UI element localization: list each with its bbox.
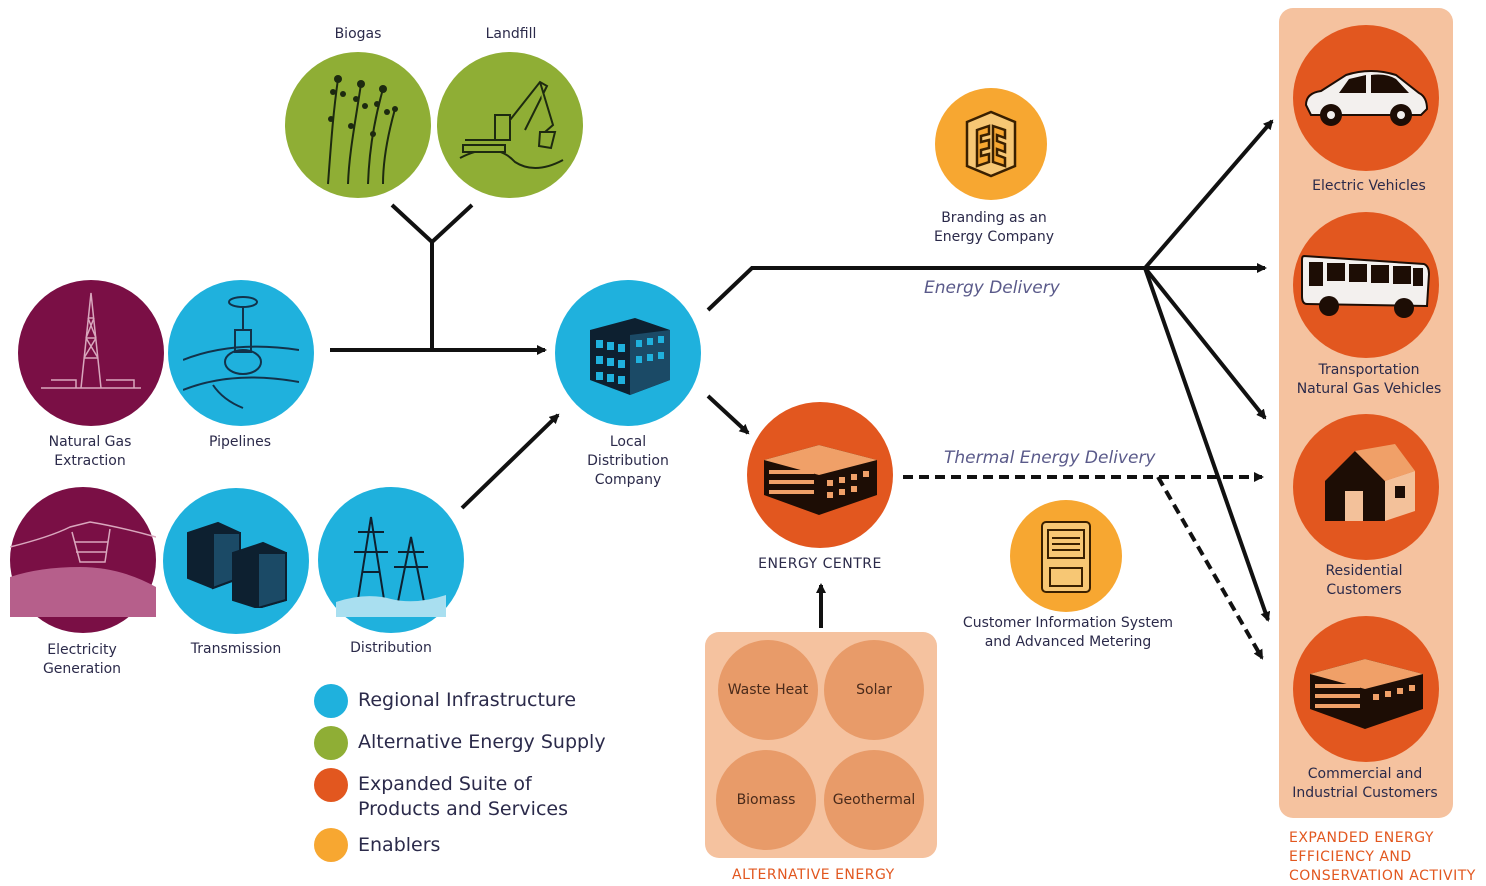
house-icon xyxy=(1325,444,1415,521)
transportation-node xyxy=(1293,212,1439,358)
natural-gas-extraction-label: Natural Gas Extraction xyxy=(30,433,150,471)
residential-label: Residential Customers xyxy=(1281,562,1447,600)
residential-node xyxy=(1293,414,1439,560)
distribution-label: Distribution xyxy=(350,640,432,656)
outcomes-caption-line2: EFFICIENCY AND xyxy=(1289,849,1412,865)
legend-expanded-dot xyxy=(314,768,348,802)
office-building-icon xyxy=(590,318,670,395)
landfill-node xyxy=(437,52,583,198)
residential-line2: Customers xyxy=(1326,582,1402,598)
natural-gas-extraction-node xyxy=(18,280,164,426)
ldc-line1: Local xyxy=(609,434,647,450)
brand-logo-icon xyxy=(965,110,1017,178)
residential-line1: Residential xyxy=(1325,563,1403,579)
cis-node xyxy=(1010,500,1122,612)
ldc-line3: Company xyxy=(594,472,662,488)
natural-gas-extraction-line2: Extraction xyxy=(54,453,126,469)
transmission-node xyxy=(163,488,309,634)
plant-building-icon xyxy=(764,445,877,515)
legend-regional-dot xyxy=(314,684,348,718)
ldc-node xyxy=(555,280,701,426)
legend-expanded-label: Expanded Suite of Products and Services xyxy=(358,772,568,822)
drilling-rig-icon xyxy=(41,292,141,389)
transmission-label: Transmission xyxy=(190,641,282,657)
pipelines-label: Pipelines xyxy=(208,434,272,450)
transportation-label: Transportation Natural Gas Vehicles xyxy=(1286,361,1452,399)
cis-line1: Customer Information System xyxy=(962,615,1174,631)
transportation-line2: Natural Gas Vehicles xyxy=(1296,381,1442,397)
substation-icon xyxy=(187,521,287,608)
ldc-label: Local Distribution Company xyxy=(568,433,688,490)
alternative-energy-caption: ALTERNATIVE ENERGY xyxy=(732,867,895,883)
biogas-label: Biogas xyxy=(334,26,382,42)
legend-enablers-label: Enablers xyxy=(358,834,441,856)
natural-gas-extraction-line1: Natural Gas xyxy=(48,434,132,450)
commercial-building-icon xyxy=(1310,659,1423,729)
excavator-icon xyxy=(459,80,564,169)
commercial-line1: Commercial and xyxy=(1307,766,1423,782)
energy-delivery-label: Energy Delivery xyxy=(924,278,1060,298)
outcomes-caption: EXPANDED ENERGY EFFICIENCY AND CONSERVAT… xyxy=(1289,829,1476,886)
outcomes-caption-line1: EXPANDED ENERGY xyxy=(1289,830,1434,846)
distribution-node xyxy=(318,487,464,633)
energy-centre-label: ENERGY CENTRE xyxy=(758,556,882,572)
legend-expanded-line2: Products and Services xyxy=(358,798,568,820)
transportation-line1: Transportation xyxy=(1318,362,1420,378)
branding-node xyxy=(935,88,1047,200)
commercial-node xyxy=(1293,616,1439,762)
electricity-generation-label: Electricity Generation xyxy=(22,641,142,679)
branding-label: Branding as an Energy Company xyxy=(914,209,1074,247)
pipelines-node xyxy=(168,280,314,426)
cis-line2: and Advanced Metering xyxy=(984,634,1152,650)
landfill-label: Landfill xyxy=(485,26,537,42)
ldc-line2: Distribution xyxy=(587,453,669,469)
biomass-node: Biomass xyxy=(716,750,816,850)
electricity-generation-node xyxy=(10,487,156,633)
geothermal-node: Geothermal xyxy=(824,750,924,850)
legend-regional-label: Regional Infrastructure xyxy=(358,689,577,711)
branding-line1: Branding as an xyxy=(941,210,1047,226)
dam-icon xyxy=(10,521,156,617)
power-tower-icon xyxy=(336,516,446,617)
legend-enablers-dot xyxy=(314,828,348,862)
legend-alternative-label: Alternative Energy Supply xyxy=(358,731,606,753)
plant-icon xyxy=(327,75,398,185)
car-icon xyxy=(1304,70,1429,126)
thermal-energy-delivery-label: Thermal Energy Delivery xyxy=(944,448,1156,468)
cis-label: Customer Information System and Advanced… xyxy=(938,614,1198,652)
electricity-generation-line2: Generation xyxy=(42,661,122,677)
bus-icon xyxy=(1301,254,1431,318)
commercial-label: Commercial and Industrial Customers xyxy=(1282,765,1448,803)
outcomes-caption-line3: CONSERVATION ACTIVITY xyxy=(1289,868,1476,884)
electric-vehicles-label: Electric Vehicles xyxy=(1312,178,1426,194)
branding-line2: Energy Company xyxy=(933,229,1055,245)
waste-heat-node: Waste Heat xyxy=(718,640,818,740)
legend-alternative-dot xyxy=(314,726,348,760)
biogas-node xyxy=(285,52,431,198)
solar-node: Solar xyxy=(824,640,924,740)
electricity-generation-line1: Electricity xyxy=(47,642,117,658)
electric-vehicles-node xyxy=(1293,25,1439,171)
valve-icon xyxy=(183,296,299,409)
energy-centre-node xyxy=(747,402,893,548)
meter-icon xyxy=(1041,521,1091,593)
commercial-line2: Industrial Customers xyxy=(1292,785,1438,801)
legend-expanded-line1: Expanded Suite of xyxy=(358,773,532,795)
